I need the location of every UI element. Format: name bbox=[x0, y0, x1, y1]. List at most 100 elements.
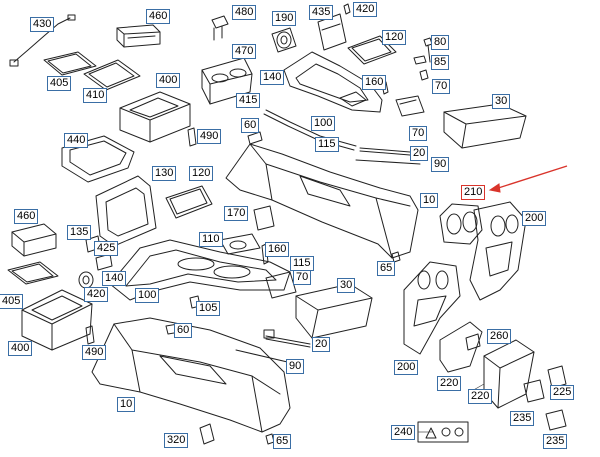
callout-460[interactable]: 460 bbox=[146, 9, 171, 24]
part-armrest-30-mid bbox=[295, 283, 373, 339]
part-switch-235-lower bbox=[545, 409, 567, 431]
callout-140-b[interactable]: 140 bbox=[102, 271, 127, 286]
callout-120-b[interactable]: 120 bbox=[189, 166, 214, 181]
part-bezel-440 bbox=[61, 135, 135, 183]
callout-120[interactable]: 120 bbox=[382, 30, 407, 45]
callout-470[interactable]: 470 bbox=[232, 44, 257, 59]
callout-260[interactable]: 260 bbox=[487, 329, 512, 344]
part-bracket-70-top bbox=[395, 95, 425, 117]
part-connector-480 bbox=[211, 15, 229, 41]
callout-235[interactable]: 235 bbox=[510, 411, 535, 426]
callout-65-b[interactable]: 65 bbox=[273, 434, 292, 449]
part-mat-405-top bbox=[43, 51, 97, 76]
callout-70-c[interactable]: 70 bbox=[293, 270, 312, 285]
callout-200[interactable]: 200 bbox=[522, 211, 547, 226]
callout-60[interactable]: 60 bbox=[241, 118, 260, 133]
callout-420-b[interactable]: 420 bbox=[84, 287, 109, 302]
callout-425[interactable]: 425 bbox=[94, 241, 119, 256]
part-rod-20-lower bbox=[263, 329, 311, 348]
part-tray-110 bbox=[219, 233, 261, 255]
part-air-vent-210 bbox=[439, 203, 483, 245]
part-module-460-left bbox=[11, 223, 57, 257]
callout-115-b[interactable]: 115 bbox=[290, 256, 314, 271]
callout-240[interactable]: 240 bbox=[391, 425, 416, 440]
callout-190[interactable]: 190 bbox=[272, 11, 297, 26]
part-rod-20-top bbox=[359, 147, 411, 156]
part-screws-80-85 bbox=[413, 37, 433, 81]
callout-415[interactable]: 415 bbox=[236, 93, 261, 108]
callout-105[interactable]: 105 bbox=[196, 301, 221, 316]
callout-400-b[interactable]: 400 bbox=[8, 341, 33, 356]
callout-100-b[interactable]: 100 bbox=[135, 288, 160, 303]
callout-160-b[interactable]: 160 bbox=[265, 242, 290, 257]
callout-400[interactable]: 400 bbox=[156, 73, 181, 88]
callout-60-b[interactable]: 60 bbox=[174, 323, 193, 338]
part-speaker-190 bbox=[271, 27, 297, 53]
callout-225[interactable]: 225 bbox=[550, 385, 575, 400]
callout-30[interactable]: 30 bbox=[492, 94, 511, 109]
part-switch-225 bbox=[547, 365, 567, 389]
callout-135[interactable]: 135 bbox=[67, 225, 92, 240]
part-dash-trim-200-lower bbox=[403, 261, 461, 355]
callout-160[interactable]: 160 bbox=[362, 75, 387, 90]
callout-420[interactable]: 420 bbox=[353, 2, 378, 17]
part-trim-100-top bbox=[263, 109, 357, 151]
callout-65[interactable]: 65 bbox=[377, 261, 396, 276]
callout-70-b[interactable]: 70 bbox=[409, 126, 428, 141]
callout-435[interactable]: 435 bbox=[309, 5, 334, 20]
callout-20[interactable]: 20 bbox=[410, 146, 429, 161]
callout-430[interactable]: 430 bbox=[30, 17, 55, 32]
callout-115[interactable]: 115 bbox=[315, 137, 339, 152]
part-storage-400-left bbox=[21, 289, 93, 351]
part-console-10-top bbox=[225, 143, 419, 259]
callout-85[interactable]: 85 bbox=[431, 55, 450, 70]
part-screw-490-top bbox=[187, 127, 197, 147]
part-trim-frame-140-top bbox=[283, 51, 383, 113]
part-plug-260 bbox=[465, 333, 481, 351]
part-plug-425 bbox=[95, 253, 113, 271]
part-dash-trim-200-upper bbox=[469, 201, 527, 301]
callout-460-b[interactable]: 460 bbox=[14, 209, 39, 224]
part-console-10-lower bbox=[91, 317, 291, 433]
part-module-460-top bbox=[116, 24, 161, 48]
part-shifter-bezel-130 bbox=[95, 175, 157, 247]
part-rod-90-top bbox=[355, 159, 421, 165]
part-socket-420-left bbox=[78, 271, 94, 289]
callout-490[interactable]: 490 bbox=[197, 129, 222, 144]
callout-320[interactable]: 320 bbox=[164, 433, 189, 448]
callout-10[interactable]: 10 bbox=[420, 193, 439, 208]
callout-170[interactable]: 170 bbox=[224, 206, 249, 221]
part-clip-65-right bbox=[391, 251, 401, 263]
callout-20-b[interactable]: 20 bbox=[312, 337, 331, 352]
callout-200-b[interactable]: 200 bbox=[394, 360, 419, 375]
part-bracket-70-mid bbox=[265, 271, 297, 299]
callout-70[interactable]: 70 bbox=[432, 79, 451, 94]
callout-140[interactable]: 140 bbox=[260, 70, 285, 85]
part-switch-170 bbox=[253, 205, 275, 231]
callout-210-highlighted[interactable]: 210 bbox=[461, 185, 486, 200]
part-mat-405-left bbox=[7, 261, 59, 285]
callout-490-b[interactable]: 490 bbox=[82, 345, 107, 360]
part-cable-430 bbox=[9, 14, 76, 67]
part-screw-60-top bbox=[247, 131, 263, 145]
callout-110[interactable]: 110 bbox=[199, 232, 223, 247]
callout-220-b[interactable]: 220 bbox=[468, 389, 493, 404]
callout-10-b[interactable]: 10 bbox=[117, 397, 136, 412]
callout-220[interactable]: 220 bbox=[437, 376, 462, 391]
part-lid-120-mid bbox=[165, 185, 213, 219]
callout-30-b[interactable]: 30 bbox=[337, 278, 356, 293]
callout-440[interactable]: 440 bbox=[64, 133, 89, 148]
callout-100[interactable]: 100 bbox=[311, 116, 336, 131]
part-screw-160-mid bbox=[261, 243, 269, 265]
callout-410[interactable]: 410 bbox=[83, 88, 108, 103]
callout-130[interactable]: 130 bbox=[152, 166, 177, 181]
callout-480[interactable]: 480 bbox=[232, 5, 257, 20]
callout-405[interactable]: 405 bbox=[47, 76, 72, 91]
part-storage-400-top bbox=[119, 91, 191, 143]
part-sensor-320 bbox=[199, 423, 215, 445]
callout-405-b[interactable]: 405 bbox=[0, 294, 24, 309]
callout-90-b[interactable]: 90 bbox=[286, 359, 305, 374]
callout-235-b[interactable]: 235 bbox=[543, 434, 568, 449]
callout-80[interactable]: 80 bbox=[431, 35, 450, 50]
callout-90[interactable]: 90 bbox=[431, 157, 450, 172]
